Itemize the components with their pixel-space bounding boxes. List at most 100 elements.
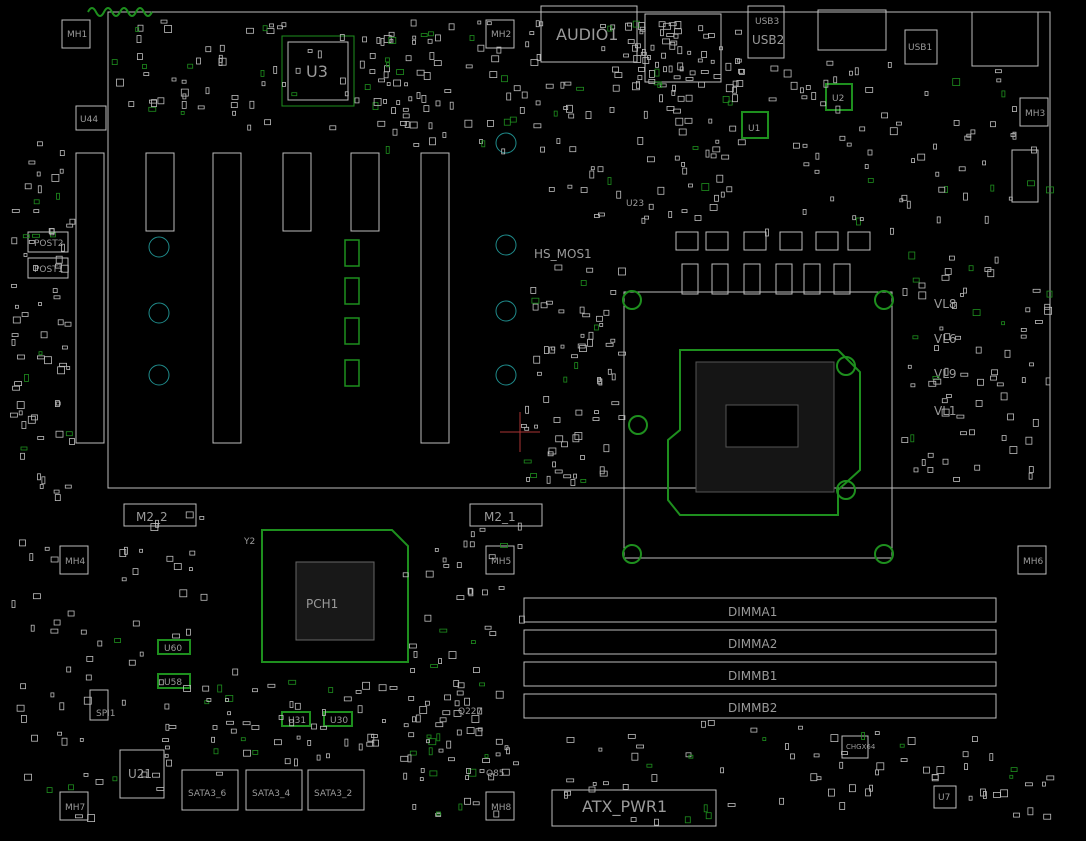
component-pad xyxy=(582,313,591,318)
component-pad xyxy=(701,51,707,58)
component-pad xyxy=(12,316,21,324)
component-pad xyxy=(703,33,710,39)
component-pad xyxy=(355,690,362,694)
component-pad xyxy=(181,101,187,109)
component-pad xyxy=(800,87,804,94)
component-pad xyxy=(648,79,656,84)
u3-chip xyxy=(287,41,349,101)
component-pad xyxy=(668,65,673,73)
component-pad xyxy=(1046,186,1054,194)
component-pad xyxy=(599,322,604,327)
component-pad xyxy=(707,720,715,726)
audio1-connector xyxy=(540,5,638,63)
component-pad xyxy=(783,69,792,78)
m2-1-connector xyxy=(469,503,543,527)
component-pad xyxy=(383,35,392,43)
component-pad xyxy=(411,716,416,723)
component-pad xyxy=(671,90,676,96)
component-pad xyxy=(468,588,474,597)
component-pad xyxy=(354,97,360,104)
component-pad xyxy=(429,770,438,777)
hole xyxy=(622,290,642,310)
component-pad xyxy=(765,228,769,237)
component-pad xyxy=(913,467,919,473)
post2-label: POST2 xyxy=(34,239,63,249)
component-pad xyxy=(568,113,575,119)
component-pad xyxy=(479,527,486,532)
u3-outline xyxy=(281,35,355,107)
component-pad xyxy=(488,773,495,781)
component-pad xyxy=(994,256,999,264)
component-pad xyxy=(537,371,542,376)
component-pad xyxy=(907,737,916,745)
component-pad xyxy=(410,668,416,673)
component-pad xyxy=(438,658,443,664)
component-pad xyxy=(468,768,477,777)
component-pad xyxy=(603,444,610,453)
component-pad xyxy=(143,72,150,76)
component-pad xyxy=(264,119,272,126)
component-pad xyxy=(488,554,496,560)
component-pad xyxy=(770,65,779,72)
component-pad xyxy=(826,60,834,66)
component-pad xyxy=(672,84,676,92)
component-pad xyxy=(553,417,561,423)
component-pad xyxy=(651,774,658,782)
component-pad xyxy=(477,20,482,25)
component-pad xyxy=(428,747,433,756)
component-pad xyxy=(423,105,430,112)
component-pad xyxy=(171,77,177,82)
component-pad xyxy=(464,119,473,128)
component-pad xyxy=(668,22,677,27)
component-pad xyxy=(66,366,71,370)
component-pad xyxy=(679,66,684,72)
component-pad xyxy=(641,217,646,224)
component-pad xyxy=(1028,466,1034,473)
usb-stack xyxy=(747,5,785,59)
component-pad xyxy=(610,24,616,30)
component-pad xyxy=(1020,334,1027,339)
component-pad xyxy=(585,111,592,119)
component-pad xyxy=(722,96,730,103)
u31-chip xyxy=(281,711,311,727)
vq1 xyxy=(675,231,699,251)
sata3-4-connector xyxy=(245,769,303,811)
component-pad xyxy=(580,280,587,286)
mh7-pad xyxy=(59,791,89,821)
component-pad xyxy=(646,763,653,768)
component-pad xyxy=(530,286,537,294)
component-pad xyxy=(31,734,39,742)
component-pad xyxy=(24,773,33,781)
component-pad xyxy=(574,432,583,440)
component-pad xyxy=(918,291,927,300)
component-pad xyxy=(960,292,964,297)
component-pad xyxy=(22,234,30,239)
component-pad xyxy=(611,373,616,381)
component-pad xyxy=(839,802,846,810)
component-pad xyxy=(364,84,371,90)
component-pad xyxy=(674,155,680,161)
component-pad xyxy=(949,255,955,261)
component-pad xyxy=(9,412,18,418)
component-pad xyxy=(412,35,417,40)
component-pad xyxy=(378,684,387,692)
pcie-slot-group xyxy=(75,152,450,444)
component-pad xyxy=(698,25,704,32)
component-pad xyxy=(980,788,986,797)
component-pad xyxy=(383,99,388,104)
vq2 xyxy=(705,231,729,251)
component-pad xyxy=(213,748,219,755)
component-pad xyxy=(23,253,28,257)
component-pad xyxy=(112,776,118,782)
component-pad xyxy=(588,331,594,340)
component-pad xyxy=(513,761,519,766)
component-pad xyxy=(456,729,462,736)
component-pad xyxy=(162,738,169,742)
component-pad xyxy=(725,62,732,71)
component-pad xyxy=(720,767,724,774)
component-pad xyxy=(409,121,418,129)
component-pad xyxy=(805,85,811,90)
vl-choke xyxy=(803,263,821,295)
component-pad xyxy=(430,664,439,668)
component-pad xyxy=(439,717,447,723)
